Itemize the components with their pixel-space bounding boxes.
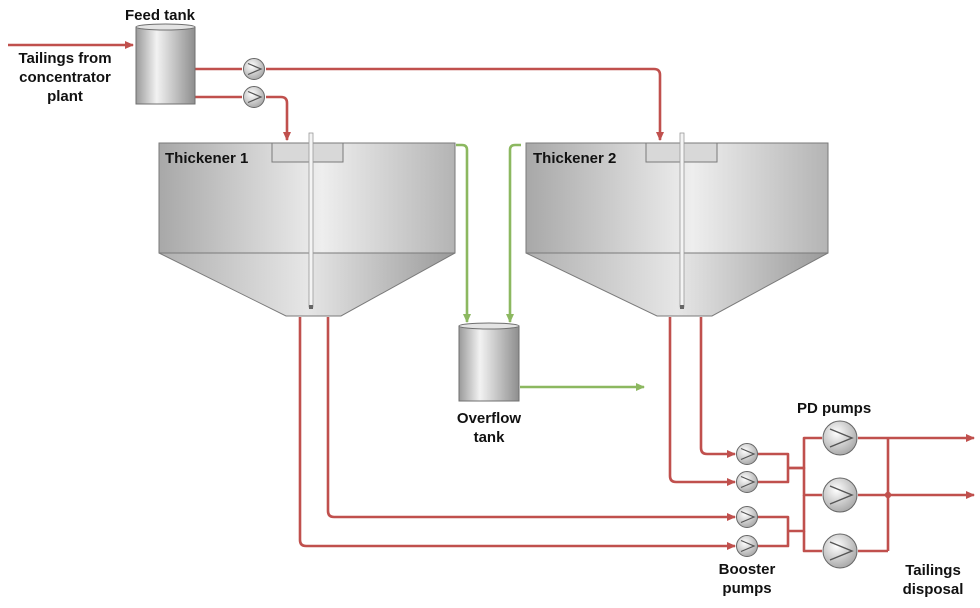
pump-b-to-thickener-1-line bbox=[266, 95, 291, 141]
thickener-2-shaft bbox=[679, 132, 685, 308]
thickener-2-label: Thickener 2 bbox=[533, 150, 617, 167]
booster-pump-1-icon bbox=[736, 443, 758, 465]
thickener-1-shaft bbox=[308, 132, 314, 308]
booster-pumps-label: Booster pumps bbox=[718, 561, 776, 597]
booster-to-pd-mid-2 bbox=[788, 495, 806, 533]
booster-header-top bbox=[758, 452, 790, 484]
booster-header-bottom bbox=[758, 515, 790, 548]
pump-a-to-thickener-2-line bbox=[266, 67, 664, 141]
junction-dot bbox=[884, 491, 892, 499]
pd-pump-2-icon bbox=[822, 477, 858, 513]
feed-tank bbox=[135, 23, 196, 105]
booster-to-pd-top bbox=[788, 436, 822, 470]
thickener-2-underflow-line-b bbox=[699, 317, 736, 458]
booster-pump-4-icon bbox=[736, 535, 758, 557]
feed-pump-a-icon bbox=[243, 58, 265, 80]
thickener-1-underflow-line-a bbox=[298, 317, 736, 550]
thickener-1-label: Thickener 1 bbox=[165, 150, 249, 167]
feed-tank-label: Feed tank bbox=[125, 7, 196, 24]
booster-to-pd-bottom bbox=[802, 531, 822, 553]
booster-pump-2-icon bbox=[736, 471, 758, 493]
thickener-1-underflow-line-b bbox=[326, 317, 736, 521]
pd-pump-3-icon bbox=[822, 533, 858, 569]
thickener-1-vessel bbox=[158, 132, 456, 317]
feed-pump-b-icon bbox=[243, 86, 265, 108]
booster-pump-3-icon bbox=[736, 506, 758, 528]
pd-pump-1-icon bbox=[822, 420, 858, 456]
pd-pumps-label: PD pumps bbox=[797, 400, 872, 417]
overflow-tank-label: Overflow tank bbox=[456, 410, 522, 446]
tailings-disposal-label: Tailings disposal bbox=[902, 562, 964, 598]
tailings-source-label: Tailings from concentrator plant bbox=[18, 50, 112, 105]
booster-to-pd-mid bbox=[788, 466, 822, 497]
thickener-1-feedwell bbox=[271, 142, 344, 163]
thickener-2-vessel bbox=[525, 132, 829, 317]
overflow-tank bbox=[458, 322, 520, 402]
thickener-1-overflow-line bbox=[456, 143, 471, 323]
thickener-2-overflow-line bbox=[506, 143, 521, 323]
thickener-2-underflow-line-a bbox=[668, 317, 736, 486]
